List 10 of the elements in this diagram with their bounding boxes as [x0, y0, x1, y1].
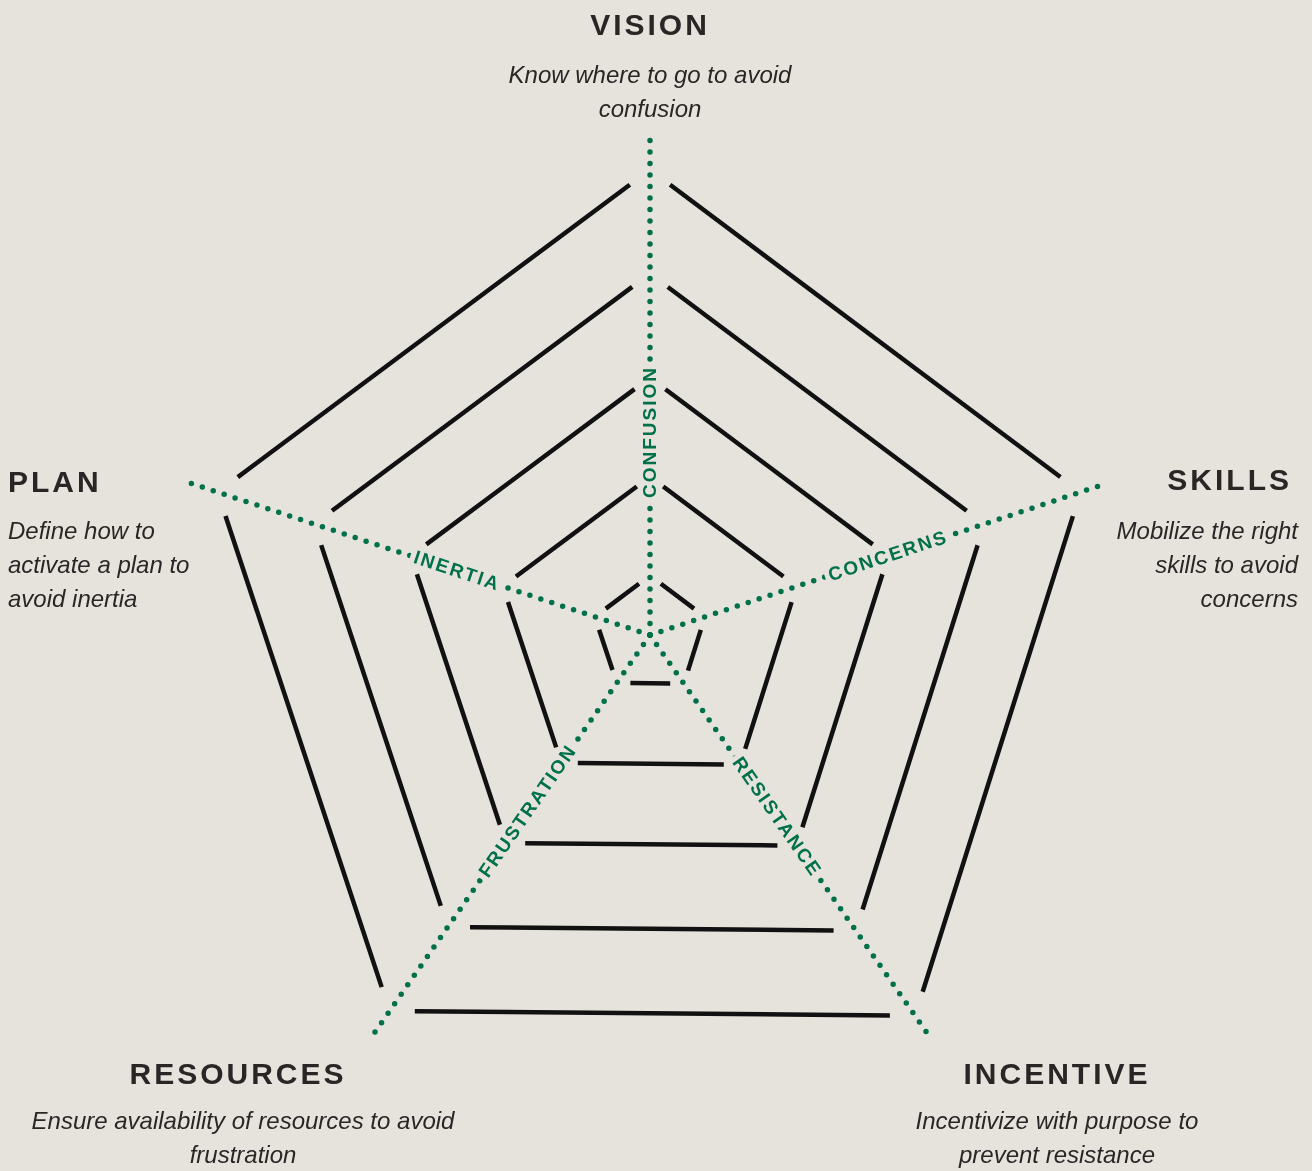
- axis-heading: VISION: [590, 8, 710, 42]
- axis-heading: SKILLS: [1167, 463, 1292, 497]
- axis-description: Mobilize the right skills to avoid concerns: [1115, 516, 1298, 614]
- axis-description: Ensure availability of resources to avoid frustration: [30, 1106, 456, 1170]
- axis-heading: PLAN: [8, 465, 102, 499]
- axis-heading: INCENTIVE: [963, 1057, 1151, 1091]
- axis-description: Incentivize with purpose to prevent resistance: [914, 1106, 1200, 1170]
- axis-heading: RESOURCES: [129, 1057, 347, 1091]
- axis-description: Define how to activate a plan to avoid inertia: [8, 516, 191, 614]
- axis-description: Know where to go to avoid confusion: [507, 60, 793, 124]
